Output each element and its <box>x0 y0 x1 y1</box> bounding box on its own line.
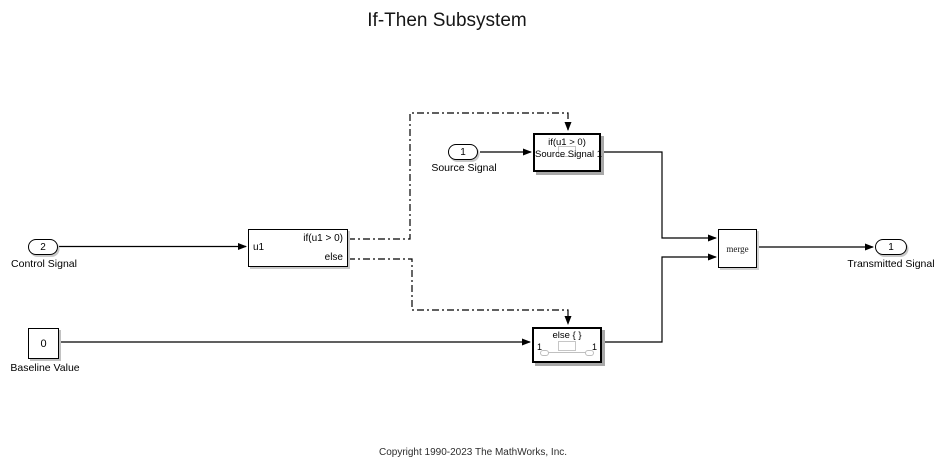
else-subsystem-outport-number: 1 <box>591 342 597 352</box>
if-block-input-label: u1 <box>253 242 265 253</box>
if-action-wire[interactable] <box>348 112 572 240</box>
outport-number: 1 <box>888 241 894 253</box>
if-subsystem-condition-text: if(u1 > 0) <box>548 137 586 148</box>
inport-source-number: 1 <box>460 146 466 158</box>
else-subsystem-output-wire[interactable] <box>604 253 717 343</box>
if-subsystem-name-text: Source Signal 1 <box>535 148 603 160</box>
subsystem-preview-port-right <box>585 350 594 356</box>
inport-source-signal[interactable]: 1 <box>448 144 478 160</box>
diagram-title: If-Then Subsystem <box>367 10 527 31</box>
outport-transmitted-signal[interactable]: 1 <box>875 239 907 255</box>
if-action-subsystem[interactable]: if(u1 > 0) Source Signal 1 <box>533 133 603 172</box>
else-subsystem-header: else { } <box>552 330 582 341</box>
subsystem-preview-port-left <box>540 350 549 356</box>
else-subsystem-inport-number: 1 <box>537 342 543 352</box>
merge-label: merge <box>726 243 749 254</box>
constant-value: 0 <box>40 337 47 350</box>
subsystem-preview-wire <box>542 352 592 353</box>
else-action-wire[interactable] <box>348 258 572 325</box>
if-block[interactable]: u1 if(u1 > 0) else <box>248 229 348 267</box>
constant-baseline-label: Baseline Value <box>10 362 80 374</box>
copyright-text: Copyright 1990-2023 The MathWorks, Inc. <box>378 447 568 458</box>
merge-block[interactable]: merge <box>718 229 757 268</box>
subsystem-preview-box <box>558 146 576 157</box>
inport-source-label: Source Signal <box>431 162 497 174</box>
inport-control-number: 2 <box>40 241 46 253</box>
if-block-if-output-label: if(u1 > 0) <box>303 233 343 244</box>
if-subsystem-output-wire[interactable] <box>604 151 717 242</box>
constant-baseline-value[interactable]: 0 <box>28 328 59 359</box>
subsystem-preview-box <box>558 341 576 351</box>
else-action-subsystem[interactable]: else { } 1 1 <box>532 327 602 363</box>
if-block-else-output-label: else <box>324 252 343 263</box>
inport-control-label: Control Signal <box>11 258 77 270</box>
outport-transmitted-label: Transmitted Signal <box>847 258 935 270</box>
inport-control-signal[interactable]: 2 <box>28 239 58 255</box>
